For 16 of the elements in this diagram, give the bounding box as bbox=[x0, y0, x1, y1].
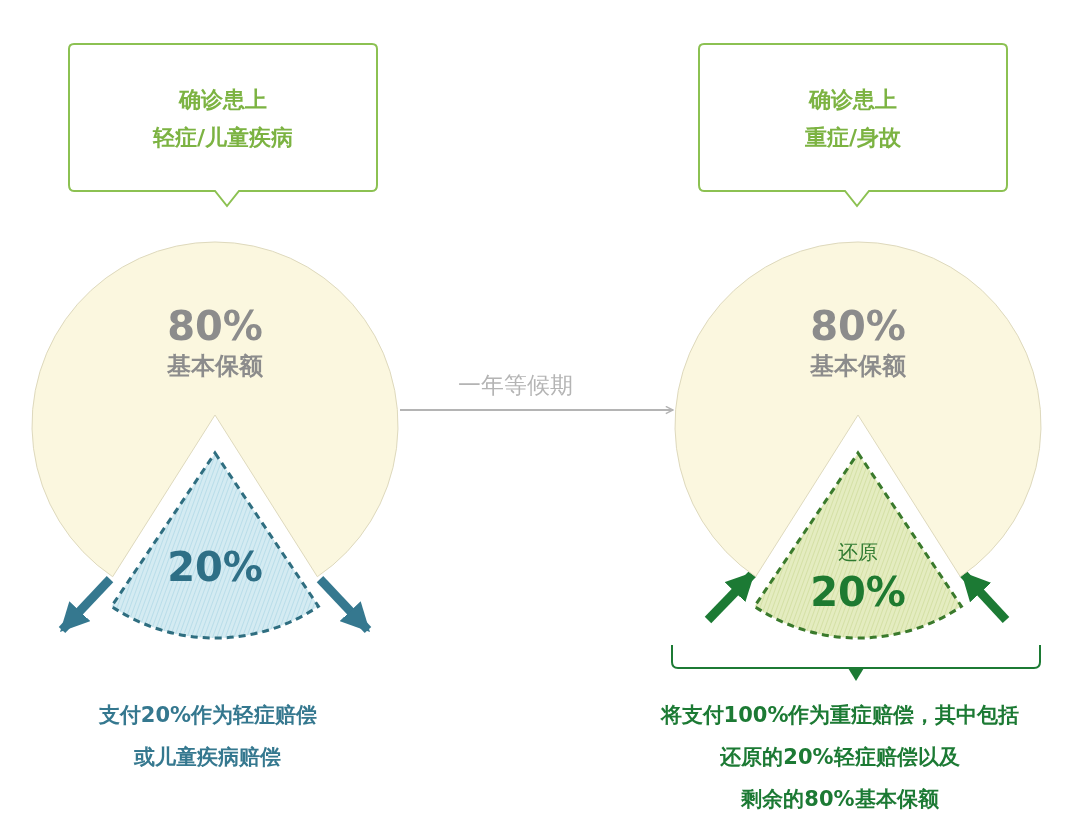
callout-text: 确诊患上轻症/儿童疾病 bbox=[153, 86, 293, 152]
description-text: 将支付100%作为重症赔偿，其中包括还原的20%轻症赔偿以及剩余的80%基本保额 bbox=[660, 702, 1020, 813]
percent-value: 20% bbox=[167, 543, 263, 591]
percent-value: 80% bbox=[167, 302, 263, 350]
description-text: 支付20%作为轻症赔偿或儿童疾病赔偿 bbox=[98, 702, 318, 771]
arrow bbox=[316, 576, 372, 634]
percent-value: 20% bbox=[810, 568, 906, 616]
pie-label: 基本保额 bbox=[167, 352, 263, 381]
callout-text: 确诊患上重症/身故 bbox=[805, 86, 901, 152]
arrow bbox=[704, 570, 757, 624]
arrow bbox=[399, 405, 674, 415]
pie-label: 基本保额 bbox=[810, 352, 906, 381]
arrow bbox=[58, 576, 114, 634]
percent-value: 80% bbox=[810, 302, 906, 350]
wedge-label: 还原 bbox=[838, 540, 878, 564]
arrow bbox=[959, 570, 1010, 624]
